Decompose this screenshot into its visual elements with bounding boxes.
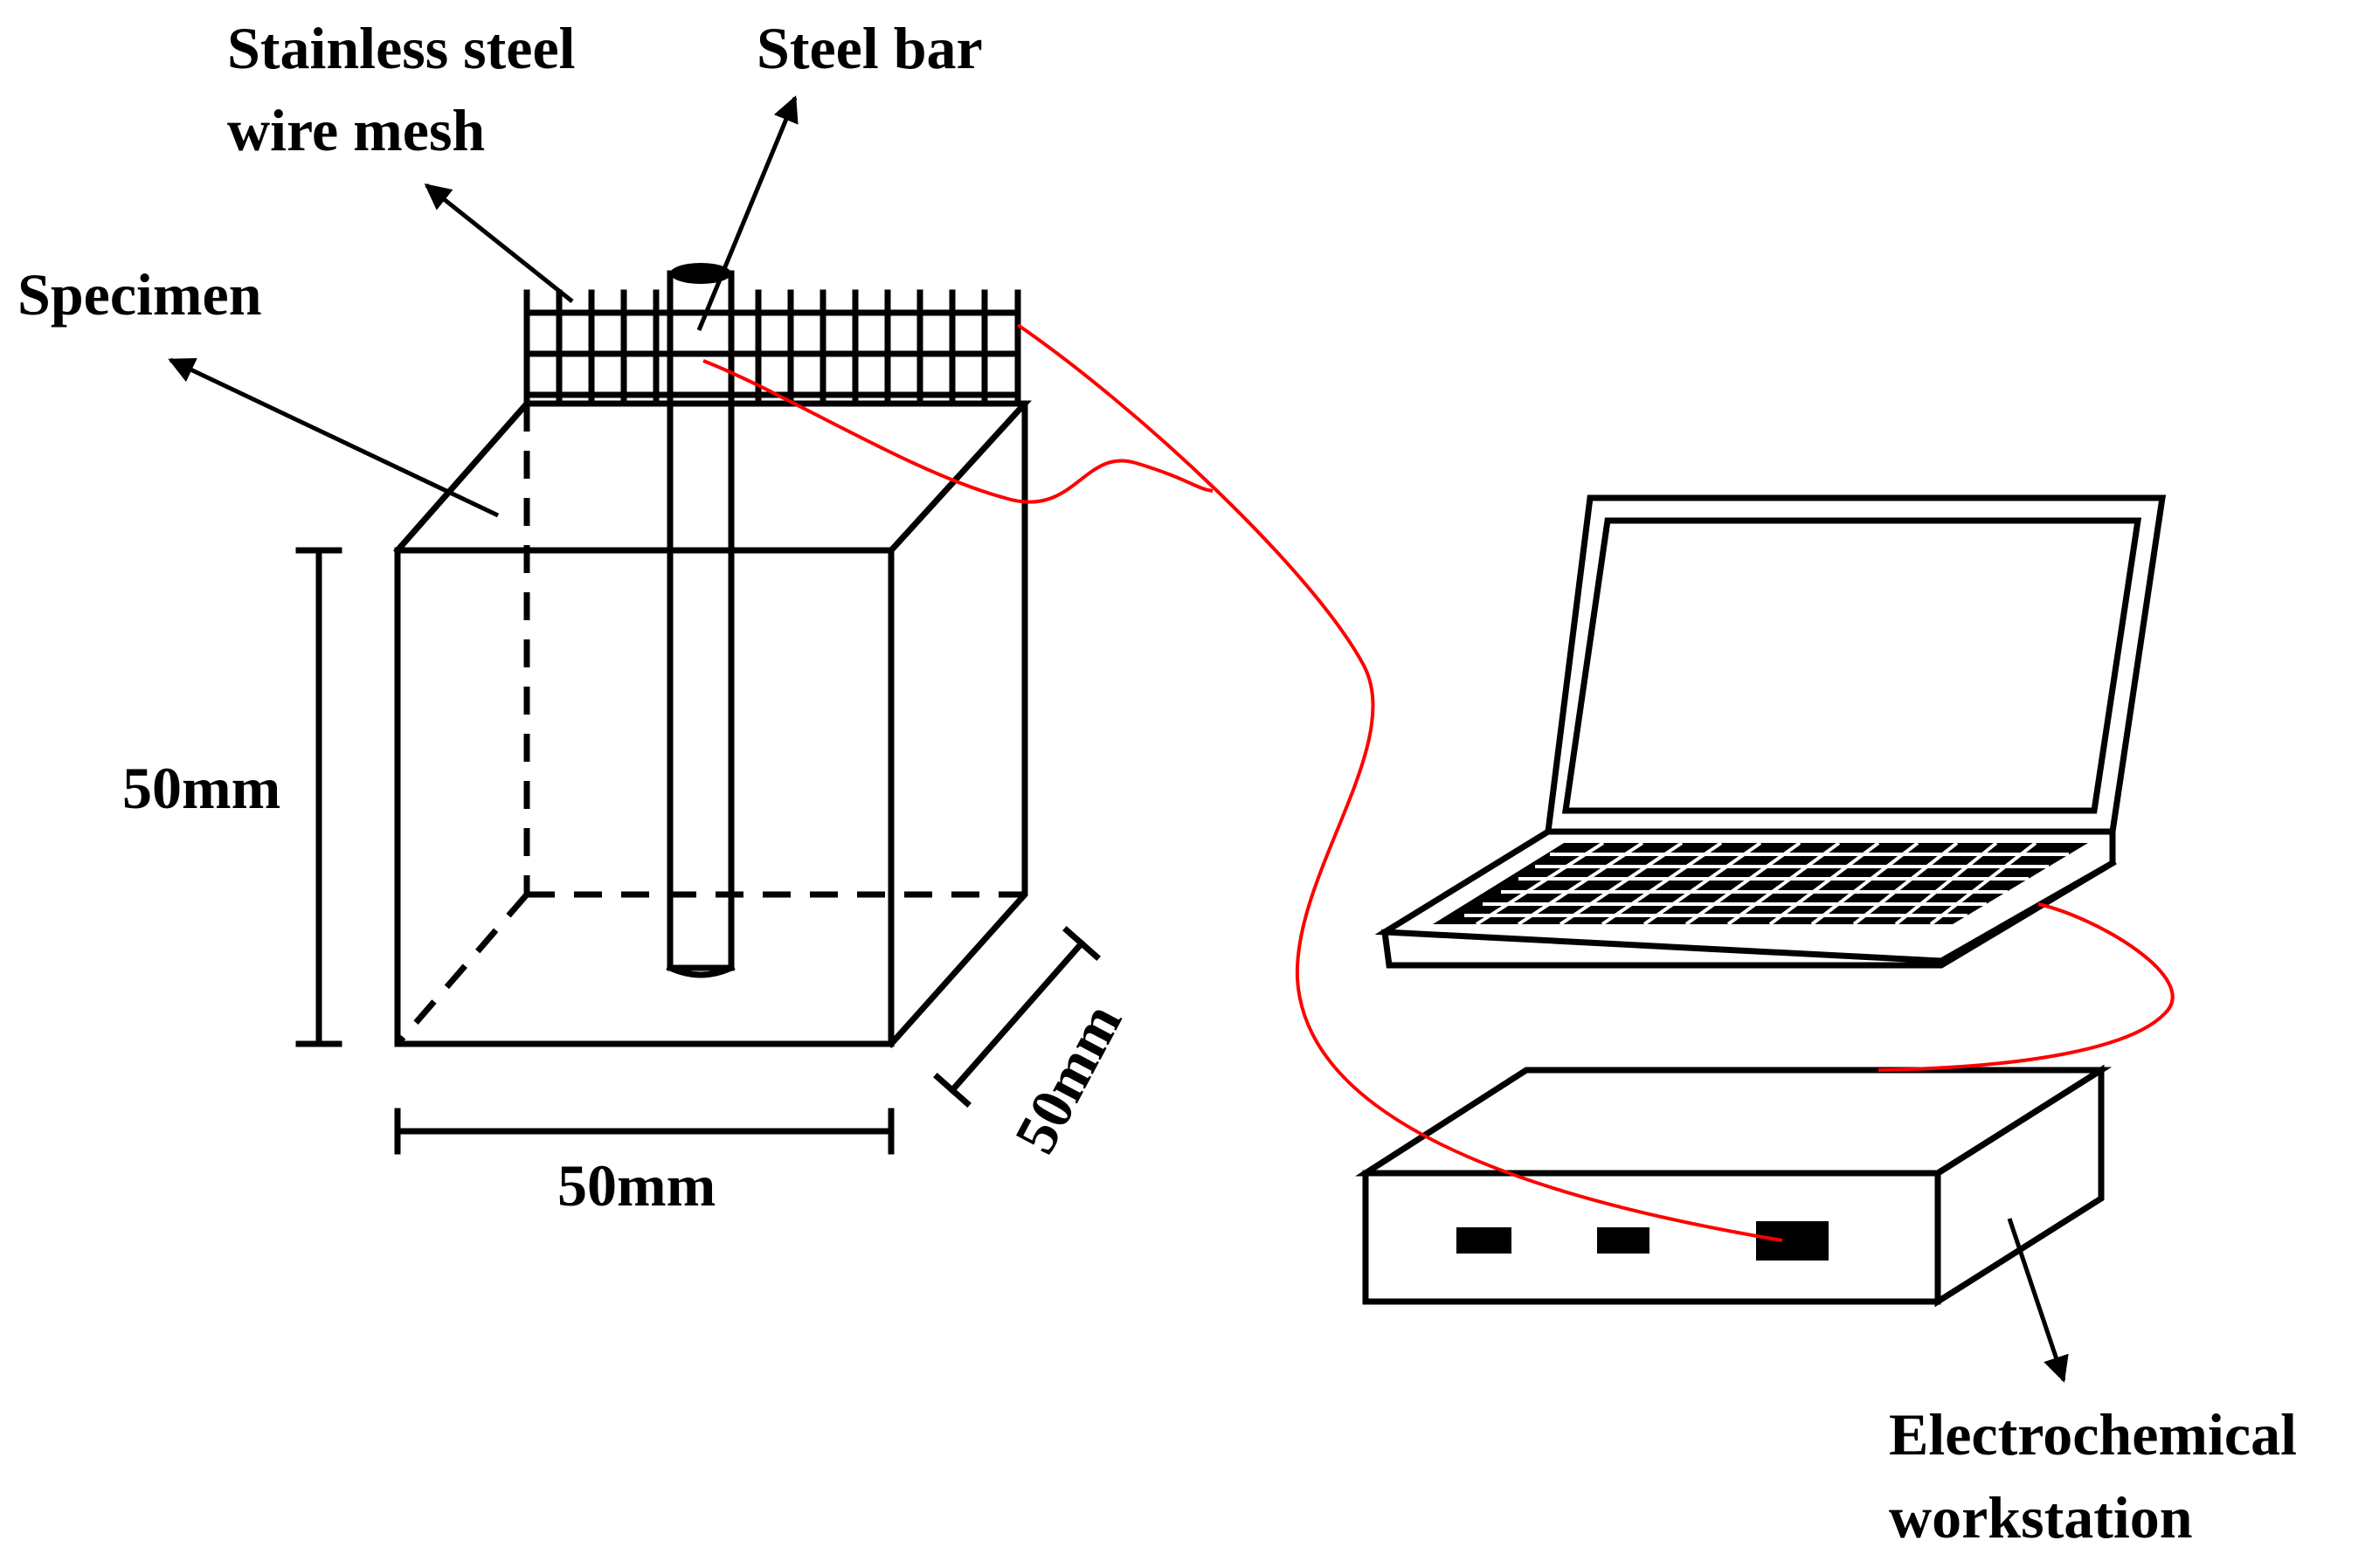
laptop-icon [1374,494,2167,969]
steel-bar [666,263,736,978]
steel-bar-bottom [666,964,736,978]
steel-bar-top-cap [670,263,731,284]
laptop-front-edge [1381,859,2117,969]
workstation-port-1 [1456,1227,1511,1254]
electrochemical-workstation-box [1355,1064,2113,1308]
specimen-label: Specimen [17,261,262,328]
dim-width-label: 50mm [557,1152,716,1219]
workstation-label-line2: workstation [1889,1484,2193,1551]
mesh-label-line1: Stainless steel [227,15,576,81]
dim-height-label: 50mm [122,755,280,821]
mesh-label-line2: wire mesh [227,97,485,163]
workstation-port-3 [1756,1221,1829,1261]
steel-bar-arrow [696,95,799,331]
laptop-keyboard [1433,841,2088,926]
workstation-label-line1: Electrochemical [1889,1401,2297,1468]
workstation-callout: Electrochemical workstation [1889,1218,2297,1551]
wire-mesh [523,289,1021,407]
wire-steel-bar [702,359,1214,504]
specimen-top-face [393,400,1032,555]
specimen-right-face [887,400,1028,1048]
hidden-edge-depth [395,892,529,1046]
specimen-arrow [168,357,500,518]
dim-depth-label: 50mm [1001,992,1134,1164]
workstation-arrow [2007,1218,2069,1383]
specimen-front-face [394,547,895,1047]
workstation-side [1934,1064,2105,1308]
dimension-width: 50mm [394,1108,895,1219]
workstation-top [1355,1067,2113,1177]
workstation-port-2 [1597,1227,1649,1254]
laptop-screen [1561,517,2142,814]
mesh-arrow [424,183,574,303]
wire-mesh-to-workstation [1016,323,1783,1242]
laptop-screen-frame [1545,494,2167,835]
specimen-cube [393,400,1032,1048]
wire-laptop-to-workstation [1878,902,2175,1072]
steel-bar-callout: Steel bar [696,15,983,331]
specimen-callout: Specimen [17,261,500,518]
steel-bar-body [667,270,735,971]
dimension-depth: 50mm [933,926,1134,1164]
dimension-height: 50mm [122,547,342,1047]
steel-bar-label: Steel bar [757,15,983,81]
workstation-front [1362,1170,1941,1305]
mesh-callout: Stainless steel wire mesh [227,15,576,303]
